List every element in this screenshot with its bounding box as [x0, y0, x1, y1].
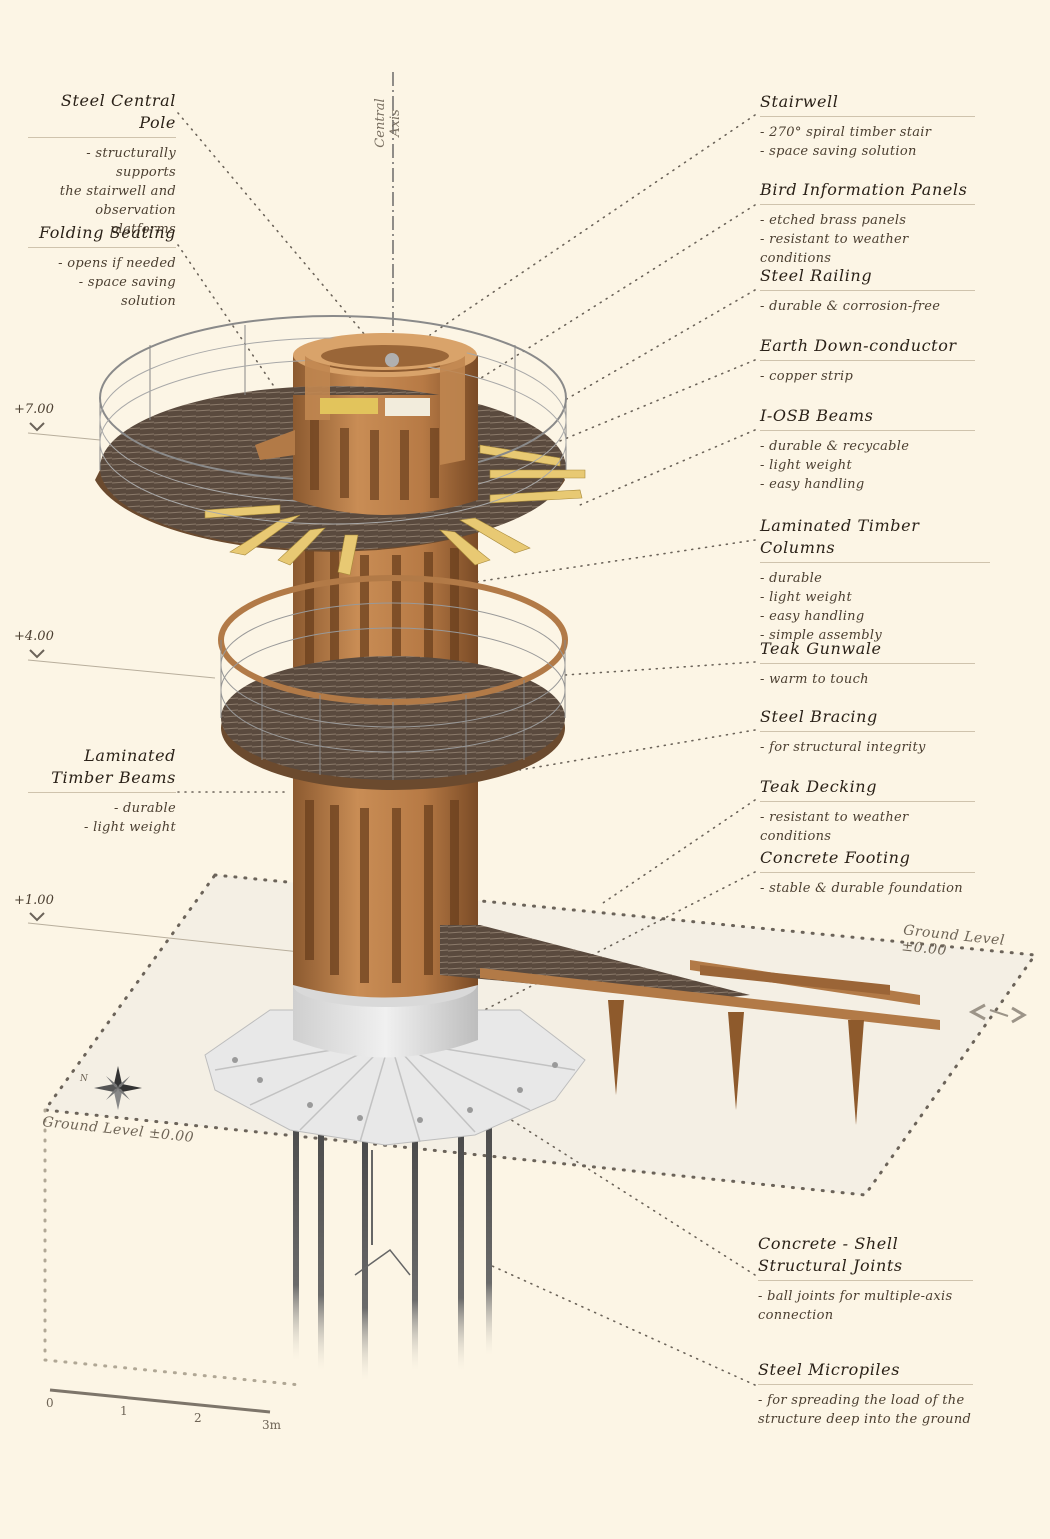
scale-tick-0: 0	[46, 1396, 54, 1410]
scale-bar	[49, 1388, 271, 1414]
label-rule	[758, 1280, 973, 1281]
label-stairwell: Stairwell - 270° spiral timber stair - s…	[760, 91, 975, 161]
label-concrete-footing: Concrete Footing - stable & durable foun…	[760, 847, 975, 898]
label-title: Folding Seating	[38, 223, 176, 242]
level-chevrons	[29, 422, 45, 922]
compass-north-label: N	[80, 1074, 89, 1084]
entrance-arrow-icon	[968, 1003, 1027, 1024]
label-line: connection	[758, 1308, 834, 1323]
label-title: Concrete Footing	[760, 848, 911, 867]
label-title: Stairwell	[760, 92, 839, 111]
label-title: Earth Down-conductor	[760, 336, 957, 355]
label-rule	[28, 137, 176, 138]
scale-tick-1: 1	[120, 1404, 128, 1418]
label-title: Steel Bracing	[760, 707, 878, 726]
label-line: - copper strip	[760, 369, 854, 384]
label-line: - resistant to weather conditions	[760, 232, 909, 266]
label-title: Steel Central Pole	[60, 91, 176, 132]
label-rule	[758, 1384, 973, 1385]
compass-rose	[94, 1066, 142, 1110]
label-rule	[760, 663, 975, 664]
label-line: - durable & corrosion-free	[760, 299, 941, 314]
label-line: - durable & recycable	[760, 439, 910, 454]
label-laminated-timber-columns: Laminated Timber Columns - durable - lig…	[760, 515, 990, 645]
label-earth-down-conductor: Earth Down-conductor - copper strip	[760, 335, 975, 386]
lower-platform	[218, 575, 568, 790]
label-teak-gunwale: Teak Gunwale - warm to touch	[760, 638, 975, 689]
label-line: - for structural integrity	[760, 740, 926, 755]
label-line: - ball joints for multiple-axis	[758, 1289, 953, 1304]
label-rule	[760, 204, 975, 205]
label-steel-railing: Steel Railing - durable & corrosion-free	[760, 265, 975, 316]
label-line: - stable & durable foundation	[760, 881, 963, 896]
label-line: - opens if needed	[58, 256, 176, 271]
label-line: - space saving solution	[78, 275, 176, 309]
label-title: Structural Joints	[758, 1256, 903, 1275]
level-label-1: +1.00	[14, 893, 54, 908]
label-line: - easy handling	[760, 609, 865, 624]
label-i-osb-beams: I-OSB Beams - durable & recycable - ligh…	[760, 405, 975, 494]
label-title: I-OSB Beams	[760, 406, 874, 425]
label-rule	[28, 792, 176, 793]
label-title: Teak Decking	[760, 777, 878, 796]
label-rule	[28, 247, 176, 248]
access-walkway	[440, 925, 940, 1125]
stairwell-cabin	[255, 334, 478, 515]
label-concrete-shell-joints: Concrete - Shell Structural Joints - bal…	[758, 1233, 973, 1325]
label-rule	[760, 872, 975, 873]
label-laminated-timber-beams: Laminated Timber Beams - durable - light…	[28, 745, 176, 837]
label-folding-seating: Folding Seating - opens if needed - spac…	[28, 222, 176, 311]
scale-tick-2: 2	[194, 1411, 202, 1425]
label-line: - structurally supports	[86, 146, 176, 180]
label-line: - light weight	[760, 458, 852, 473]
scale-tick-3: 3m	[262, 1418, 282, 1432]
label-line: - durable	[760, 571, 823, 586]
label-rule	[760, 562, 990, 563]
label-steel-bracing: Steel Bracing - for structural integrity	[760, 706, 975, 757]
label-title: Laminated	[84, 746, 176, 765]
label-line: - easy handling	[760, 477, 865, 492]
level-label-7: +7.00	[14, 402, 54, 417]
label-rule	[760, 801, 975, 802]
label-line: observation platforms	[95, 203, 176, 237]
label-rule	[760, 360, 975, 361]
label-title: Concrete - Shell	[758, 1234, 899, 1253]
label-line: - 270° spiral timber stair	[760, 125, 932, 140]
level-label-4: +4.00	[14, 629, 54, 644]
central-axis-label: Central Axis	[373, 98, 403, 148]
label-line: - durable	[113, 801, 176, 816]
label-line: - light weight	[84, 820, 176, 835]
label-line: - simple assembly	[760, 628, 883, 643]
label-title: Bird Information Panels	[760, 180, 968, 199]
label-rule	[760, 290, 975, 291]
steel-micropiles	[293, 1110, 492, 1380]
label-steel-central-pole: Steel Central Pole - structurally suppor…	[28, 90, 176, 239]
label-bird-information-panels: Bird Information Panels - etched brass p…	[760, 179, 975, 268]
label-line: - etched brass panels	[760, 213, 907, 228]
label-line: structure deep into the ground	[758, 1412, 972, 1427]
label-title: Steel Railing	[760, 266, 873, 285]
label-rule	[760, 430, 975, 431]
label-title: Timber Beams	[51, 768, 176, 787]
label-title: Steel Micropiles	[758, 1360, 901, 1379]
label-rule	[760, 731, 975, 732]
label-steel-micropiles: Steel Micropiles - for spreading the loa…	[758, 1359, 973, 1429]
label-line: - space saving solution	[760, 144, 917, 159]
label-teak-decking: Teak Decking - resistant to weather cond…	[760, 776, 975, 846]
label-line: - resistant to weather conditions	[760, 810, 909, 844]
label-line: the stairwell and	[59, 184, 176, 199]
label-line: - light weight	[760, 590, 852, 605]
label-rule	[760, 116, 975, 117]
label-line: - warm to touch	[760, 672, 869, 687]
label-line: - for spreading the load of the	[758, 1393, 965, 1408]
label-title: Teak Gunwale	[760, 639, 882, 658]
label-title: Laminated Timber Columns	[760, 516, 920, 557]
level-lines	[27, 432, 301, 953]
